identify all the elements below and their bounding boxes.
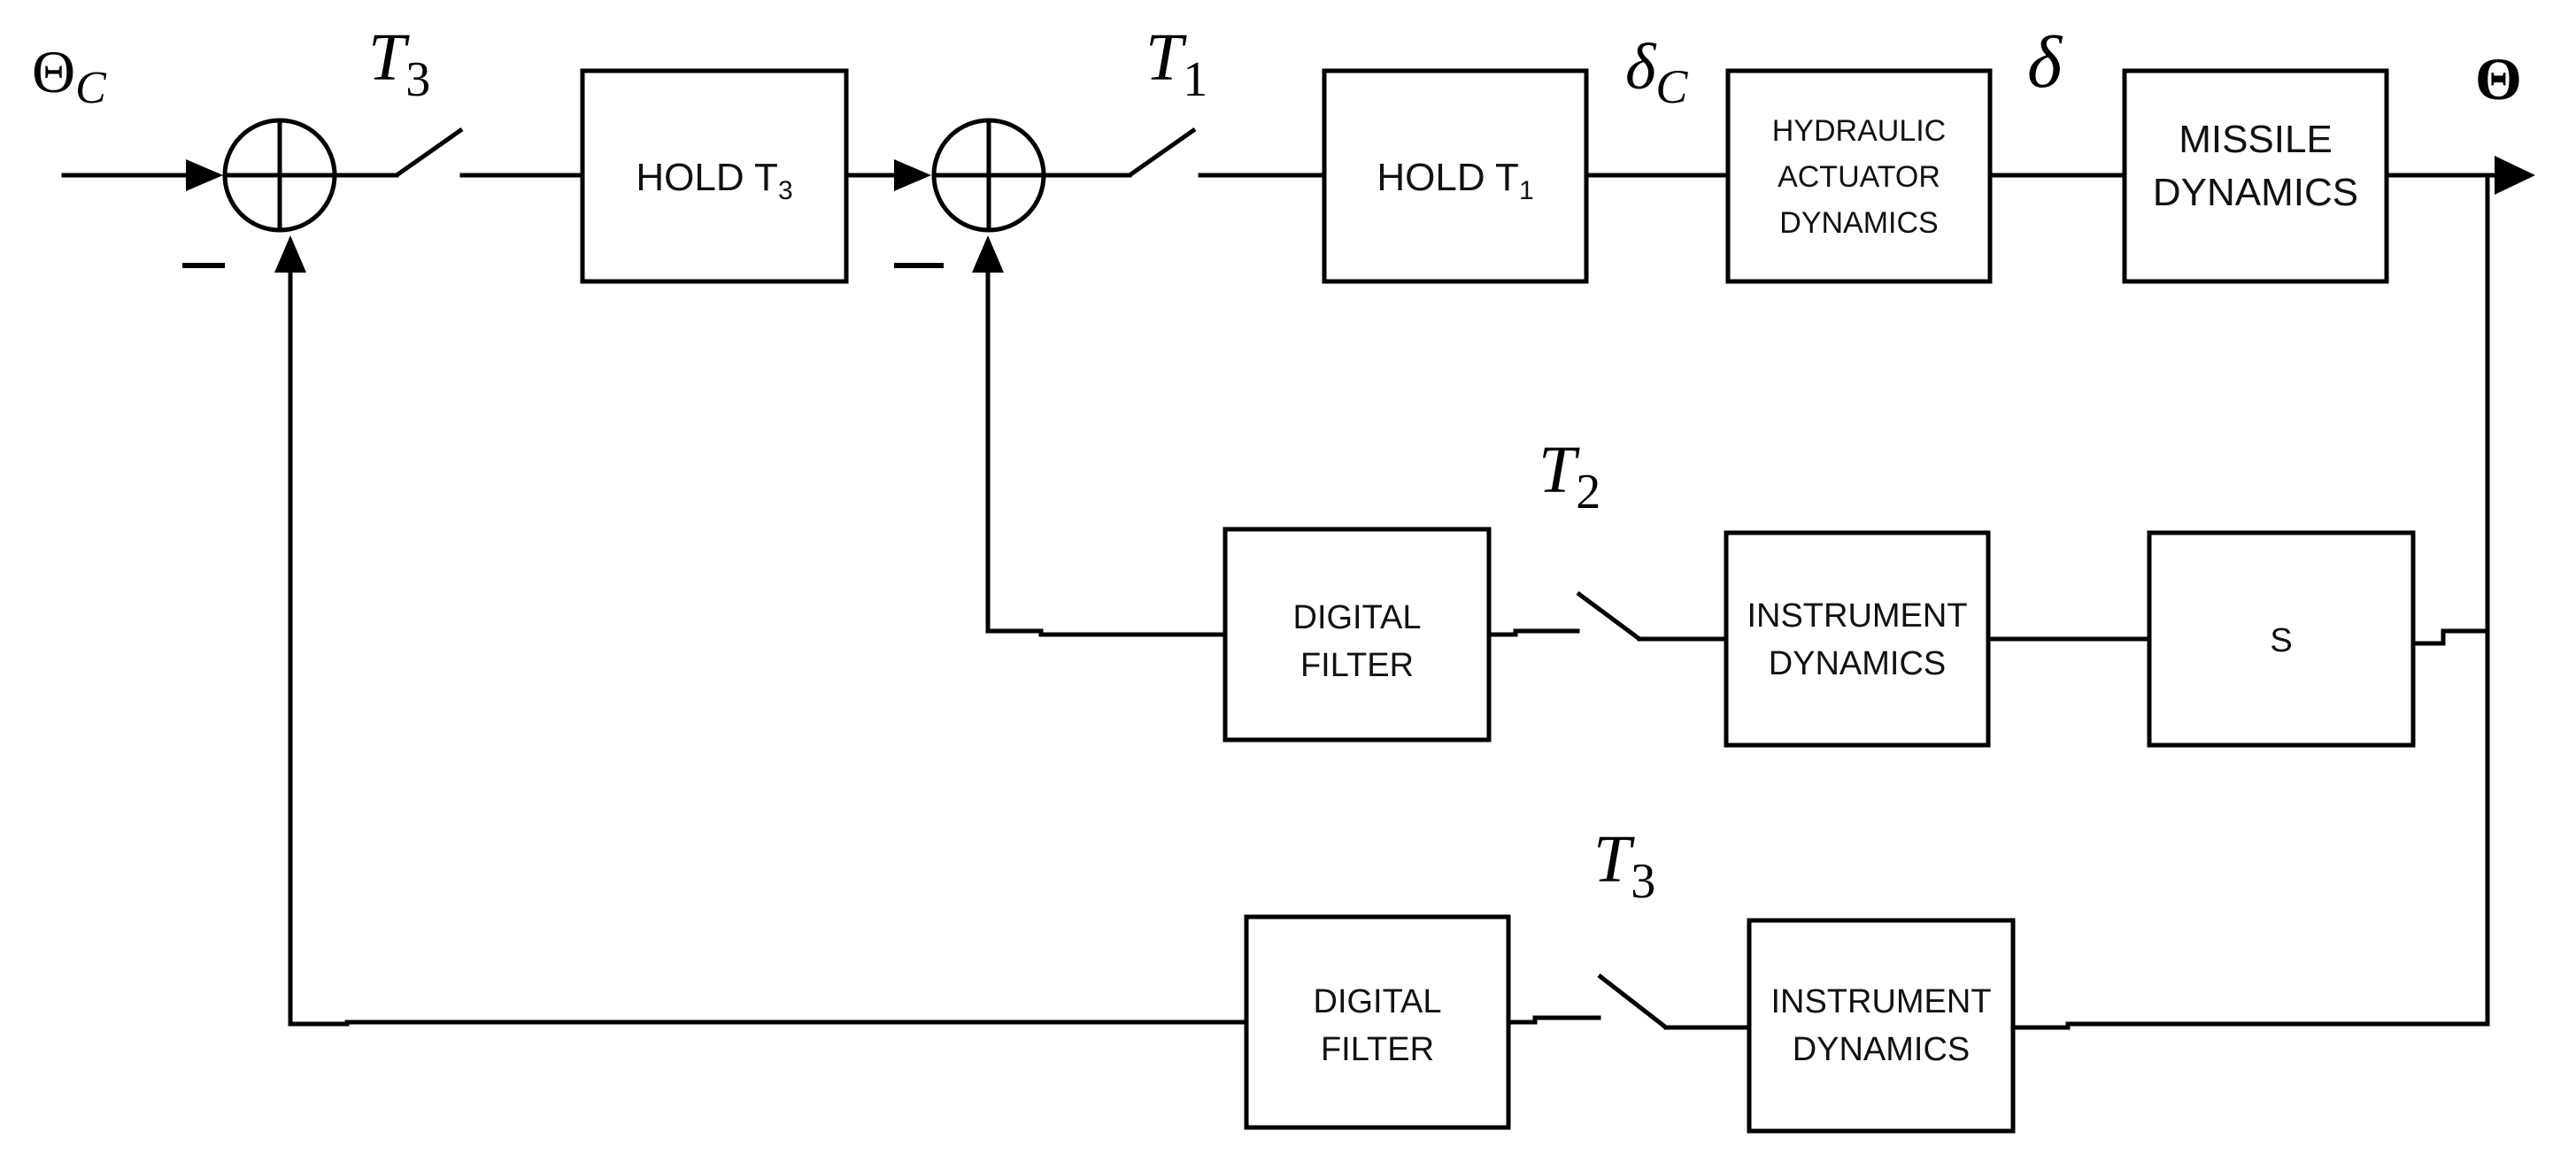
- svg-text:ACTUATOR: ACTUATOR: [1778, 160, 1940, 194]
- arrow-feedback-sum1: [274, 235, 306, 273]
- block-hold-t1: HOLD T1: [1322, 68, 1589, 284]
- svg-text:HYDRAULIC: HYDRAULIC: [1772, 114, 1946, 148]
- filter-inner-to-sum2-wire: [985, 263, 1228, 637]
- block-instrument-dynamics-outer: INSTRUMENT DYNAMICS: [1747, 918, 2016, 1134]
- svg-text:FILTER: FILTER: [1300, 647, 1414, 684]
- switch-t3-forward: [395, 127, 464, 178]
- block-hold-t3: HOLD T3: [580, 68, 849, 284]
- svg-text:HOLD T1: HOLD T1: [1377, 156, 1533, 205]
- svg-text:DYNAMICS: DYNAMICS: [1779, 206, 1938, 240]
- svg-text:MISSILE: MISSILE: [2179, 118, 2333, 161]
- svg-text:HOLD T3: HOLD T3: [636, 156, 792, 205]
- svg-text:INSTRUMENT: INSTRUMENT: [1747, 597, 1967, 635]
- pickoff-to-instrument-outer-wire: [2010, 1021, 2490, 1030]
- switch-t2-inner: [1576, 590, 1641, 642]
- switch-t1-forward: [1128, 127, 1197, 178]
- arrow-into-sum1: [186, 159, 223, 191]
- arrow-into-sum2: [894, 159, 931, 191]
- svg-text:S: S: [2270, 622, 2292, 659]
- label-theta-output: Θ: [2475, 45, 2522, 112]
- block-s: S: [2147, 530, 2416, 748]
- switch-t2-to-filter-wire: [1486, 628, 1580, 637]
- arrowheads: [186, 156, 2535, 273]
- summing-junction-2: [931, 118, 1046, 233]
- svg-text:DIGITAL: DIGITAL: [1293, 599, 1422, 636]
- block-digital-filter-inner: DIGITAL FILTER: [1222, 527, 1492, 743]
- svg-text:DYNAMICS: DYNAMICS: [1769, 645, 1947, 682]
- label-switch-t3-outer: T3: [1593, 822, 1655, 909]
- label-delta: δ: [2027, 21, 2063, 104]
- signal-wires: [61, 173, 2497, 1030]
- svg-text:DYNAMICS: DYNAMICS: [1793, 1031, 1971, 1068]
- svg-text:DIGITAL: DIGITAL: [1314, 983, 1442, 1020]
- label-delta-c: δC: [1625, 31, 1688, 113]
- label-switch-t3-forward: T3: [368, 20, 430, 107]
- pickoff-to-s-wire: [2410, 628, 2490, 646]
- svg-text:FILTER: FILTER: [1321, 1031, 1434, 1068]
- block-missile-dynamics: MISSILE DYNAMICS: [2122, 68, 2389, 284]
- summing-junction-1: [222, 118, 337, 233]
- switch-t3-outer: [1597, 973, 1668, 1029]
- filter-outer-to-sum1-wire: [288, 263, 1249, 1027]
- block-digital-filter-outer: DIGITAL FILTER: [1244, 914, 1511, 1130]
- switch-t3-outer-to-filter-wire: [1506, 1015, 1601, 1025]
- svg-text:DYNAMICS: DYNAMICS: [2153, 171, 2358, 214]
- arrow-output: [2495, 156, 2535, 195]
- label-theta-c: ΘC: [32, 38, 107, 113]
- block-instrument-dynamics-inner: INSTRUMENT DYNAMICS: [1724, 530, 1991, 748]
- svg-text:INSTRUMENT: INSTRUMENT: [1770, 983, 1991, 1020]
- label-switch-t1-forward: T1: [1145, 20, 1207, 107]
- label-switch-t2-inner: T2: [1539, 433, 1600, 519]
- arrow-feedback-sum2: [972, 235, 1004, 273]
- block-hydraulic-actuator-dynamics: HYDRAULIC ACTUATOR DYNAMICS: [1725, 68, 1993, 284]
